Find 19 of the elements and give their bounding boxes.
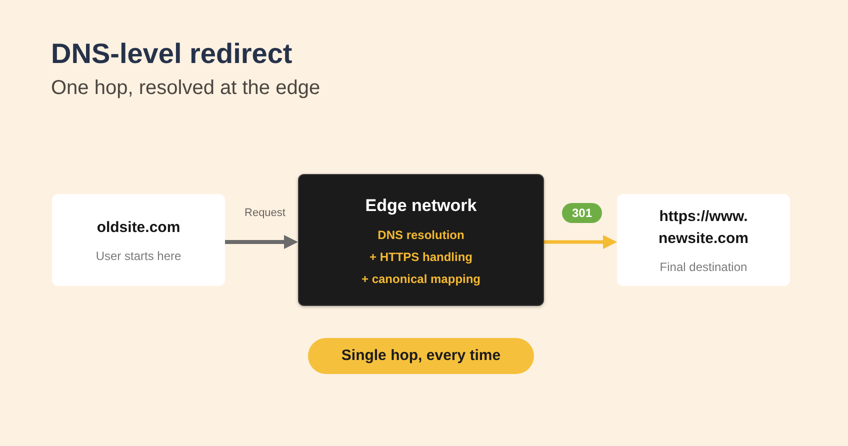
feature-line: + canonical mapping <box>361 271 481 287</box>
title: DNS-level redirect <box>51 37 292 71</box>
feature-line: + HTTPS handling <box>369 249 472 265</box>
arrow <box>225 235 298 249</box>
feature-line: DNS resolution <box>378 227 464 243</box>
node-title: oldsite.com <box>96 218 182 238</box>
pill-text: Single hop, every time <box>341 346 501 366</box>
node-caption: Final destination <box>660 258 748 274</box>
edge-label: Request <box>244 206 286 220</box>
start-card <box>52 194 225 286</box>
node-title: https://www. newsite.com <box>657 206 750 248</box>
destination-card <box>617 194 790 286</box>
node-caption: User starts here <box>96 248 182 264</box>
subtitle: One hop, resolved at the edge <box>51 76 320 101</box>
network-panel <box>298 174 544 306</box>
summary-pill <box>308 338 534 374</box>
status-code-badge: 301 <box>562 203 602 223</box>
arrow <box>544 235 617 249</box>
node-title: Edge network <box>365 195 477 217</box>
